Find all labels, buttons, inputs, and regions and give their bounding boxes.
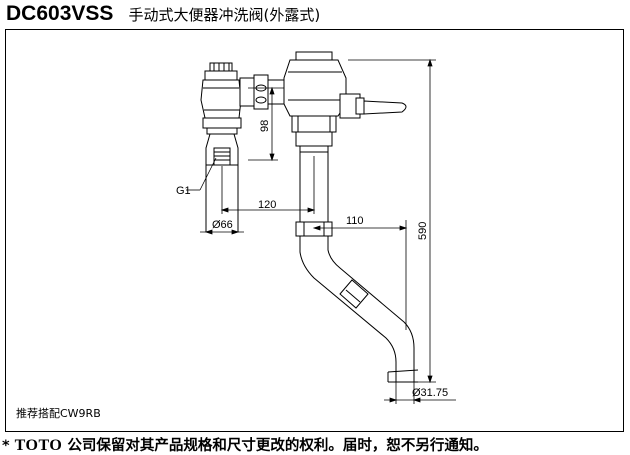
notice-text: 公司保留对其产品规格和尺寸更改的权利。届时，恕不另行通知。 [67, 438, 488, 454]
stop-valve [200, 62, 289, 232]
recommend-note: 推荐搭配CW9RB [16, 407, 101, 420]
drawing-frame [5, 29, 624, 432]
title-row: DC603VSS 手动式大便器冲洗阀(外露式) [6, 2, 320, 28]
footer-notice: * TOTO 公司保留对其产品规格和尺寸更改的权利。届时，恕不另行通知。 [2, 434, 488, 455]
model-number: DC603VSS [6, 2, 114, 25]
dim-120-label: 120 [258, 199, 276, 211]
asterisk: * [2, 438, 10, 454]
thread-label: G1 [176, 185, 191, 197]
product-description: 手动式大便器冲洗阀(外露式) [128, 6, 321, 24]
dim-590-label: 590 [417, 222, 429, 240]
brand-name: TOTO [14, 437, 63, 454]
dim-110-label: 110 [346, 215, 364, 227]
dim-66-label: Ø66 [212, 219, 233, 231]
flush-valve-body [283, 51, 419, 383]
dim-98-label: 98 [259, 120, 271, 132]
dimension-lines [186, 58, 456, 404]
dim-3175-label: Ø31.75 [412, 387, 448, 399]
